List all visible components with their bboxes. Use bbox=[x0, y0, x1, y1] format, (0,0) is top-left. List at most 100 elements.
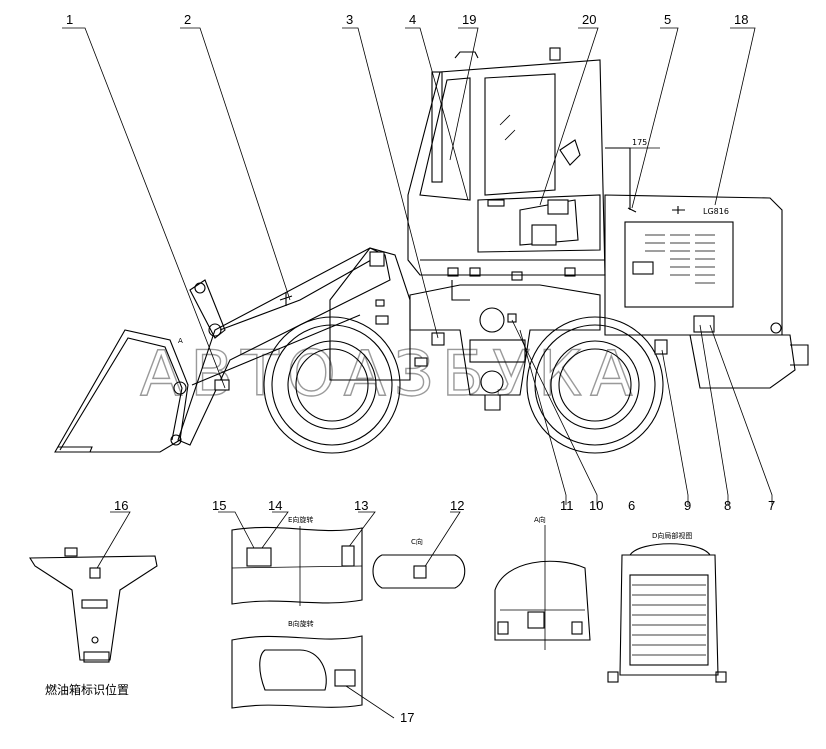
fuel-tank-base bbox=[83, 651, 110, 663]
label-center-small bbox=[507, 313, 517, 323]
radiator-foot-right bbox=[715, 671, 727, 683]
callout-3: 3 bbox=[346, 12, 353, 27]
rear-tire-outer bbox=[526, 316, 664, 454]
arm-mark bbox=[279, 292, 293, 306]
label-bucket bbox=[214, 379, 230, 391]
tow-hitch bbox=[790, 344, 809, 366]
a-view-detail: A向 bbox=[494, 515, 591, 650]
label-c-view bbox=[413, 565, 427, 579]
callout-4: 4 bbox=[409, 12, 416, 27]
lift-cylinder bbox=[191, 314, 361, 386]
d-view-title: D向局部视图 bbox=[652, 531, 692, 540]
callout-6: 6 bbox=[628, 498, 635, 513]
cab-mount-2 bbox=[469, 267, 481, 277]
b-view-detail: B向旋转 bbox=[231, 619, 395, 719]
engine-hood bbox=[604, 194, 783, 336]
watermark-text: АВТОАЗБУКА bbox=[140, 337, 641, 410]
callout-15: 15 bbox=[212, 498, 226, 513]
callout-11: 11 bbox=[560, 498, 574, 513]
callout-1: 1 bbox=[66, 12, 73, 27]
fuel-tank-detail: 燃油箱标识位置 bbox=[29, 511, 158, 697]
e-view-detail: E向旋转 bbox=[218, 511, 376, 606]
hood-grille-panel bbox=[624, 221, 734, 308]
label-a-view-left bbox=[497, 621, 509, 635]
fuel-filler-cap bbox=[64, 547, 78, 557]
glass-reflection bbox=[499, 114, 516, 141]
callout-19: 19 bbox=[462, 12, 476, 27]
cab-mount-1 bbox=[447, 267, 459, 277]
cab-door-window bbox=[484, 73, 556, 196]
callout-20: 20 bbox=[582, 12, 596, 27]
cab-mount-4 bbox=[564, 267, 576, 277]
label-front-frame-lower bbox=[375, 315, 389, 325]
label-hood-rear bbox=[693, 315, 715, 333]
label-center-left bbox=[431, 332, 445, 346]
loader-side-view: A bbox=[54, 47, 809, 454]
rear-pin bbox=[770, 322, 782, 334]
label-fuel-tank bbox=[89, 567, 101, 579]
radiator-frame bbox=[619, 554, 719, 676]
callout-18: 18 bbox=[734, 12, 748, 27]
rear-rim bbox=[550, 340, 640, 430]
callout-5: 5 bbox=[664, 12, 671, 27]
label-cab-left bbox=[487, 199, 505, 207]
transmission-flange bbox=[479, 307, 505, 333]
drive-shaft bbox=[484, 395, 501, 411]
exhaust-pipe bbox=[605, 147, 631, 210]
radiator-core bbox=[629, 574, 709, 666]
bucket-outline bbox=[54, 329, 189, 453]
cab-lower-panel bbox=[477, 194, 601, 253]
b-view-panel bbox=[231, 635, 363, 709]
hood-label-5 bbox=[627, 207, 637, 213]
bucket-pin bbox=[173, 381, 187, 395]
leader-lines bbox=[62, 27, 773, 505]
front-tire-outer bbox=[263, 316, 401, 454]
c-view-tank bbox=[372, 554, 466, 589]
callout-16: 16 bbox=[114, 498, 128, 513]
fuel-tank-outline bbox=[29, 555, 158, 661]
a-view-title: A向 bbox=[534, 515, 546, 524]
dimension-175: 175 bbox=[632, 138, 647, 147]
label-e-view-right bbox=[341, 545, 355, 567]
model-label: LG816 bbox=[703, 207, 729, 216]
e-view-title: E向旋转 bbox=[288, 515, 313, 524]
cab-mount-3 bbox=[511, 271, 523, 281]
e-view-panel bbox=[231, 526, 363, 605]
callout-12: 12 bbox=[450, 498, 464, 513]
cab-pillar bbox=[431, 71, 443, 183]
counterweight bbox=[689, 334, 796, 389]
label-rear-fender bbox=[654, 339, 668, 355]
label-cab-panel bbox=[531, 224, 557, 246]
radiator-top bbox=[629, 543, 711, 556]
hose-line bbox=[451, 280, 470, 301]
fuel-tank-caption: 燃油箱标识位置 bbox=[45, 682, 129, 697]
fuel-gauge bbox=[81, 599, 108, 609]
hood-mark bbox=[672, 206, 685, 214]
a-view-housing bbox=[494, 560, 591, 641]
label-cab-upper bbox=[547, 199, 569, 215]
axle-flange bbox=[480, 370, 504, 394]
hood-badge bbox=[632, 261, 654, 275]
label-front-small bbox=[375, 299, 385, 307]
view-mark-a: A bbox=[178, 337, 183, 345]
callout-7: 7 bbox=[768, 498, 775, 513]
label-front-frame bbox=[369, 251, 385, 267]
d-view-detail: D向局部视图 bbox=[607, 531, 727, 683]
b-view-title: B向旋转 bbox=[288, 619, 314, 628]
e-view-centerline bbox=[231, 565, 363, 569]
cab-roof-light bbox=[454, 51, 479, 59]
label-center-lower bbox=[414, 357, 428, 367]
c-view-detail: C向 bbox=[372, 511, 466, 589]
label-a-view-center bbox=[527, 611, 545, 629]
callout-9: 9 bbox=[684, 498, 691, 513]
b-view-recess bbox=[259, 649, 327, 691]
callout-14: 14 bbox=[268, 498, 282, 513]
bucket-teeth bbox=[55, 446, 93, 453]
center-frame bbox=[409, 284, 601, 396]
callout-8: 8 bbox=[724, 498, 731, 513]
front-tire-tread bbox=[271, 324, 393, 446]
bucket-pin-lower bbox=[170, 434, 182, 446]
label-a-view-right bbox=[571, 621, 583, 635]
callout-2: 2 bbox=[184, 12, 191, 27]
